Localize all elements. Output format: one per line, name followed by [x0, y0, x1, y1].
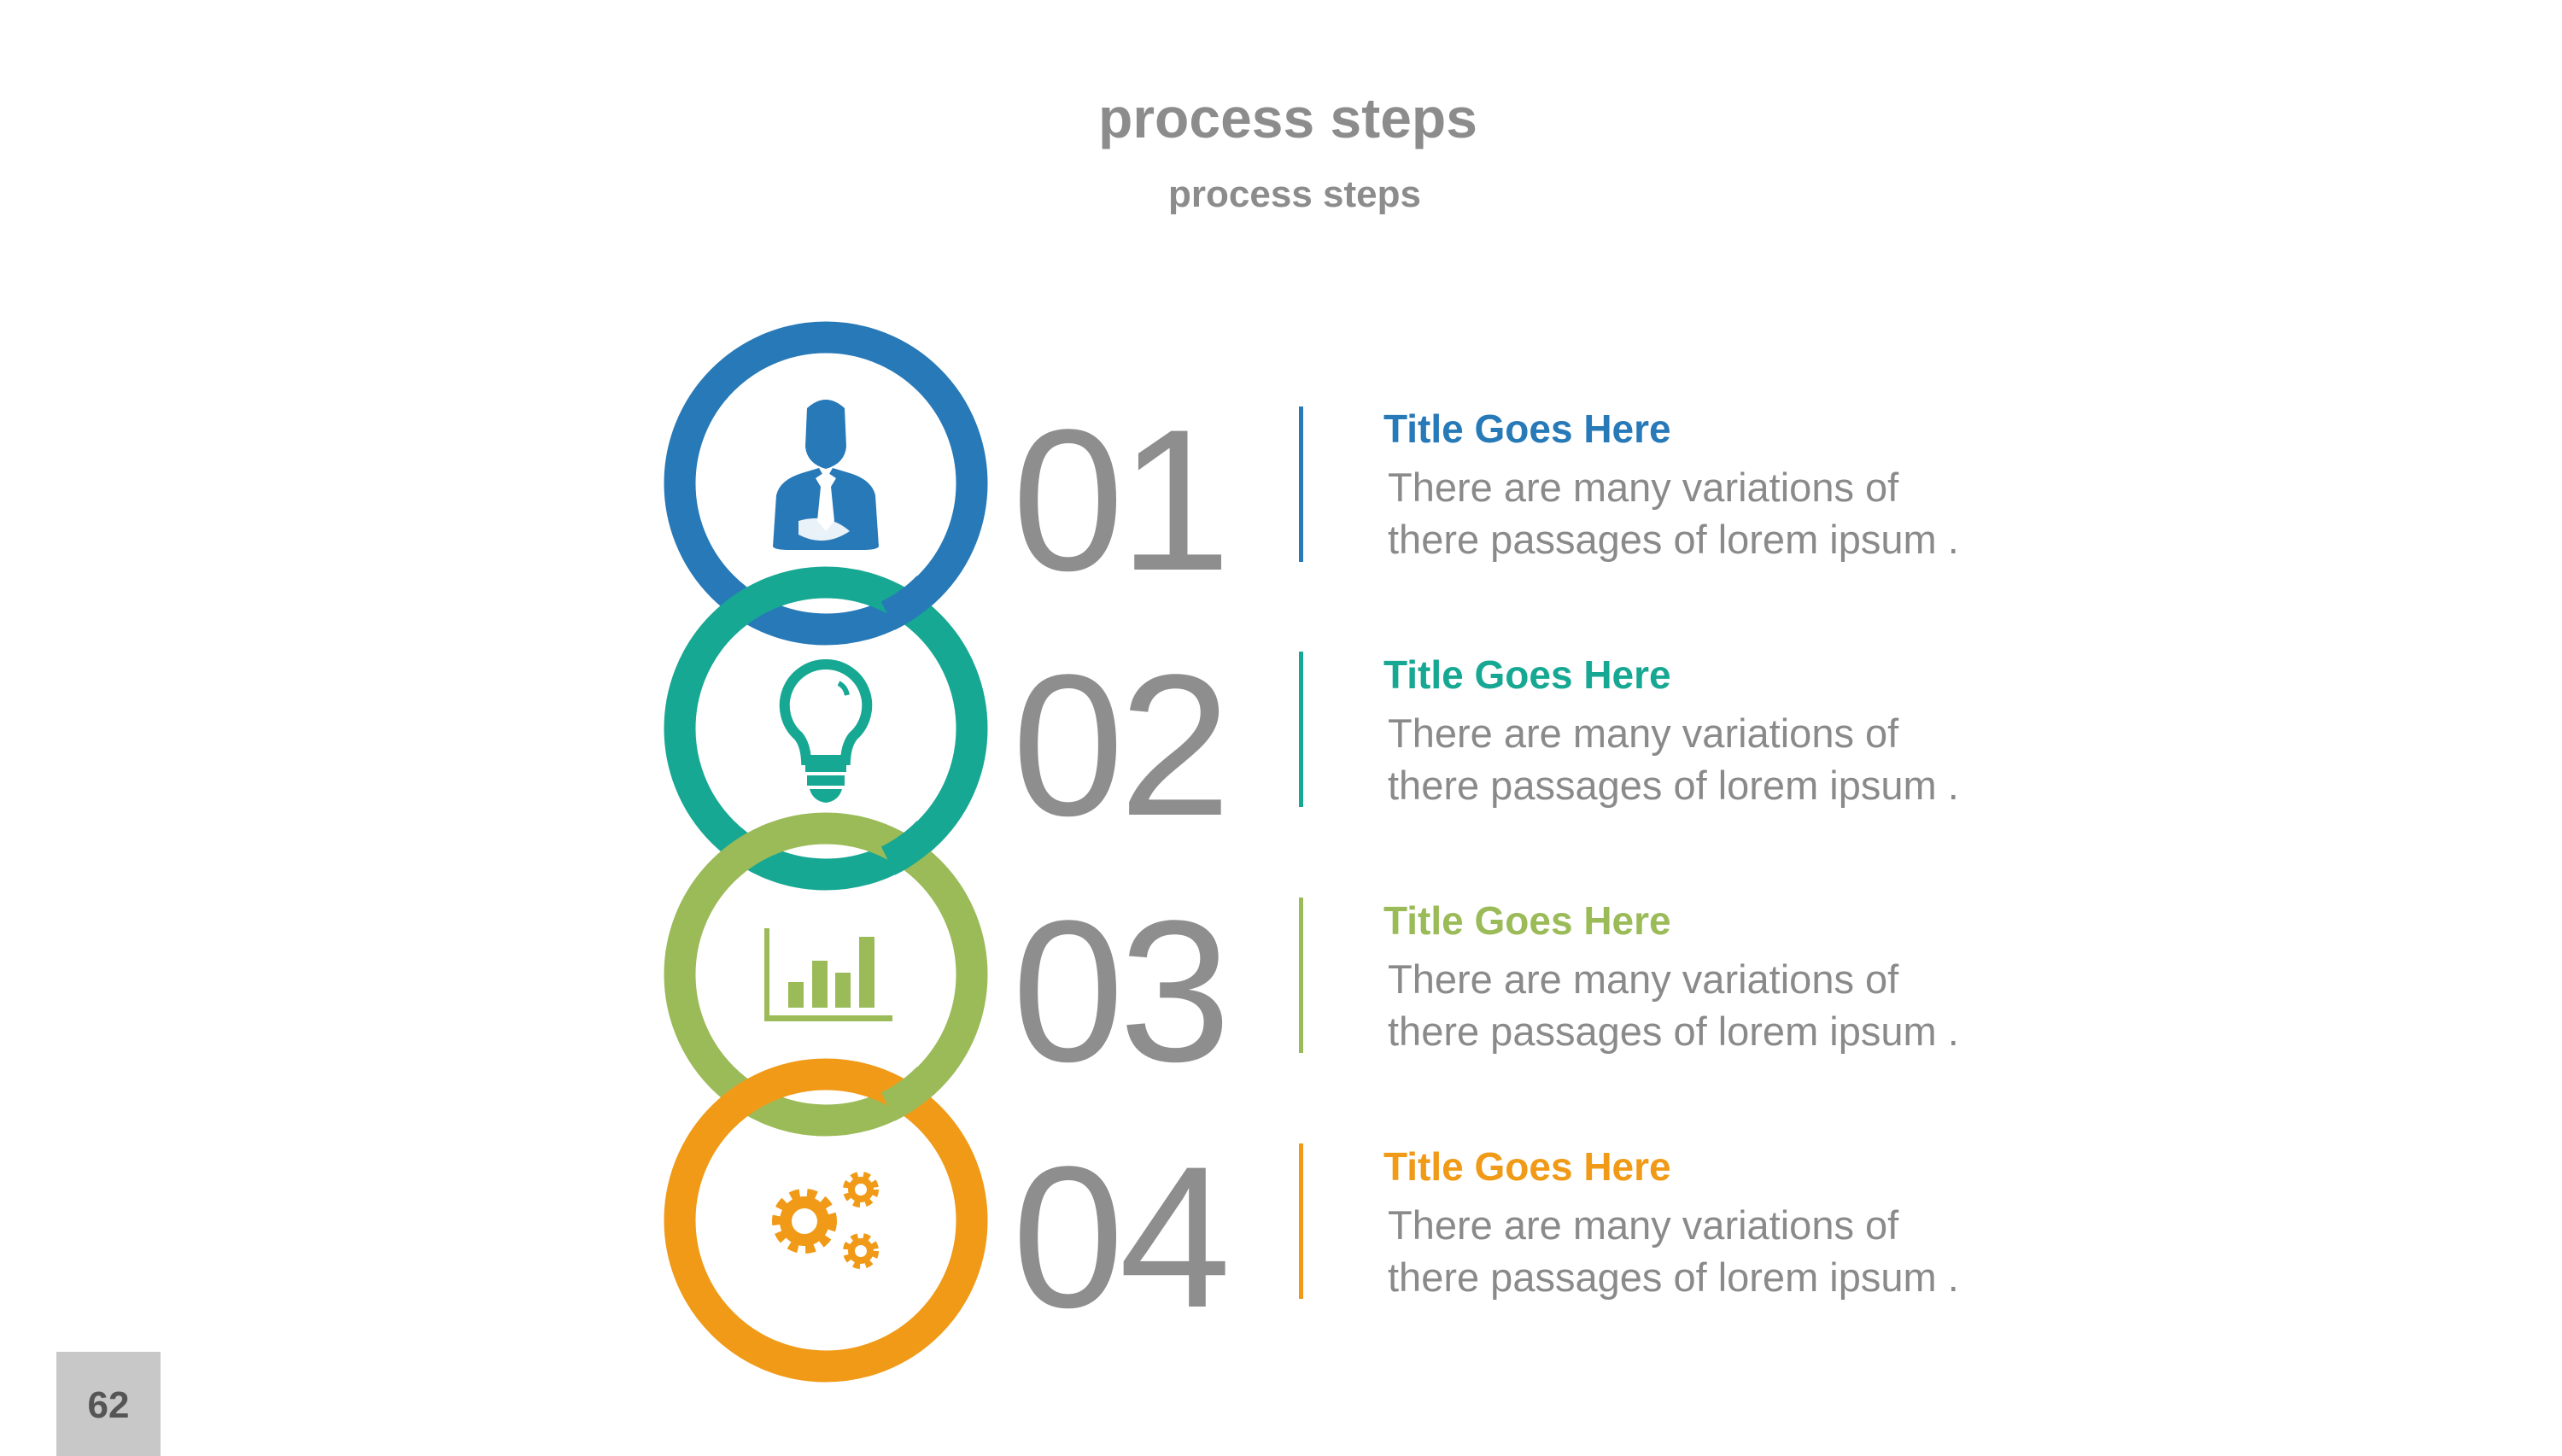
- page-number: 62: [87, 1384, 130, 1426]
- gears-icon: [772, 1172, 879, 1269]
- step-description: There are many variations of there passag…: [1388, 707, 1959, 811]
- step-title: Title Goes Here: [1383, 406, 1671, 451]
- step-description-line: There are many variations of: [1388, 710, 1899, 756]
- step-description: There are many variations of there passag…: [1388, 1199, 1959, 1303]
- lightbulb-icon: [779, 658, 873, 803]
- step-title: Title Goes Here: [1383, 652, 1671, 697]
- step-number: 01: [1012, 388, 1231, 613]
- step-description-line: there passages of lorem ipsum .: [1388, 1009, 1959, 1054]
- step-description: There are many variations of there passag…: [1388, 953, 1959, 1057]
- step-divider: [1299, 406, 1303, 562]
- ring-1: [664, 321, 988, 646]
- step-number: 04: [1012, 1125, 1231, 1350]
- ring-1-overlap: [880, 575, 940, 630]
- ring-3-overlap: [880, 1066, 940, 1121]
- step-description-line: there passages of lorem ipsum .: [1388, 763, 1959, 808]
- step-description-line: there passages of lorem ipsum .: [1388, 517, 1959, 562]
- ring-3: [664, 812, 988, 1137]
- step-title: Title Goes Here: [1383, 898, 1671, 943]
- step-description-line: there passages of lorem ipsum .: [1388, 1254, 1959, 1300]
- step-description-line: There are many variations of: [1388, 1202, 1899, 1248]
- step-description-line: There are many variations of: [1388, 465, 1899, 510]
- step-divider: [1299, 1143, 1303, 1299]
- step-description-line: There are many variations of: [1388, 956, 1899, 1002]
- page-subtitle: process steps: [1168, 173, 1421, 215]
- bar-chart-icon: [764, 928, 892, 1021]
- ring-2-overlap: [880, 820, 940, 875]
- step-divider: [1299, 652, 1303, 807]
- page-title: process steps: [1098, 86, 1477, 149]
- step-number: 02: [1012, 633, 1231, 858]
- page-number-box: 62: [56, 1352, 161, 1456]
- step-number: 03: [1012, 879, 1231, 1104]
- step-title: Title Goes Here: [1383, 1144, 1671, 1189]
- ring-2: [664, 566, 988, 891]
- ring-4: [664, 1058, 988, 1383]
- businessman-icon: [773, 400, 879, 550]
- step-description: There are many variations of there passag…: [1388, 461, 1959, 565]
- step-divider: [1299, 898, 1303, 1053]
